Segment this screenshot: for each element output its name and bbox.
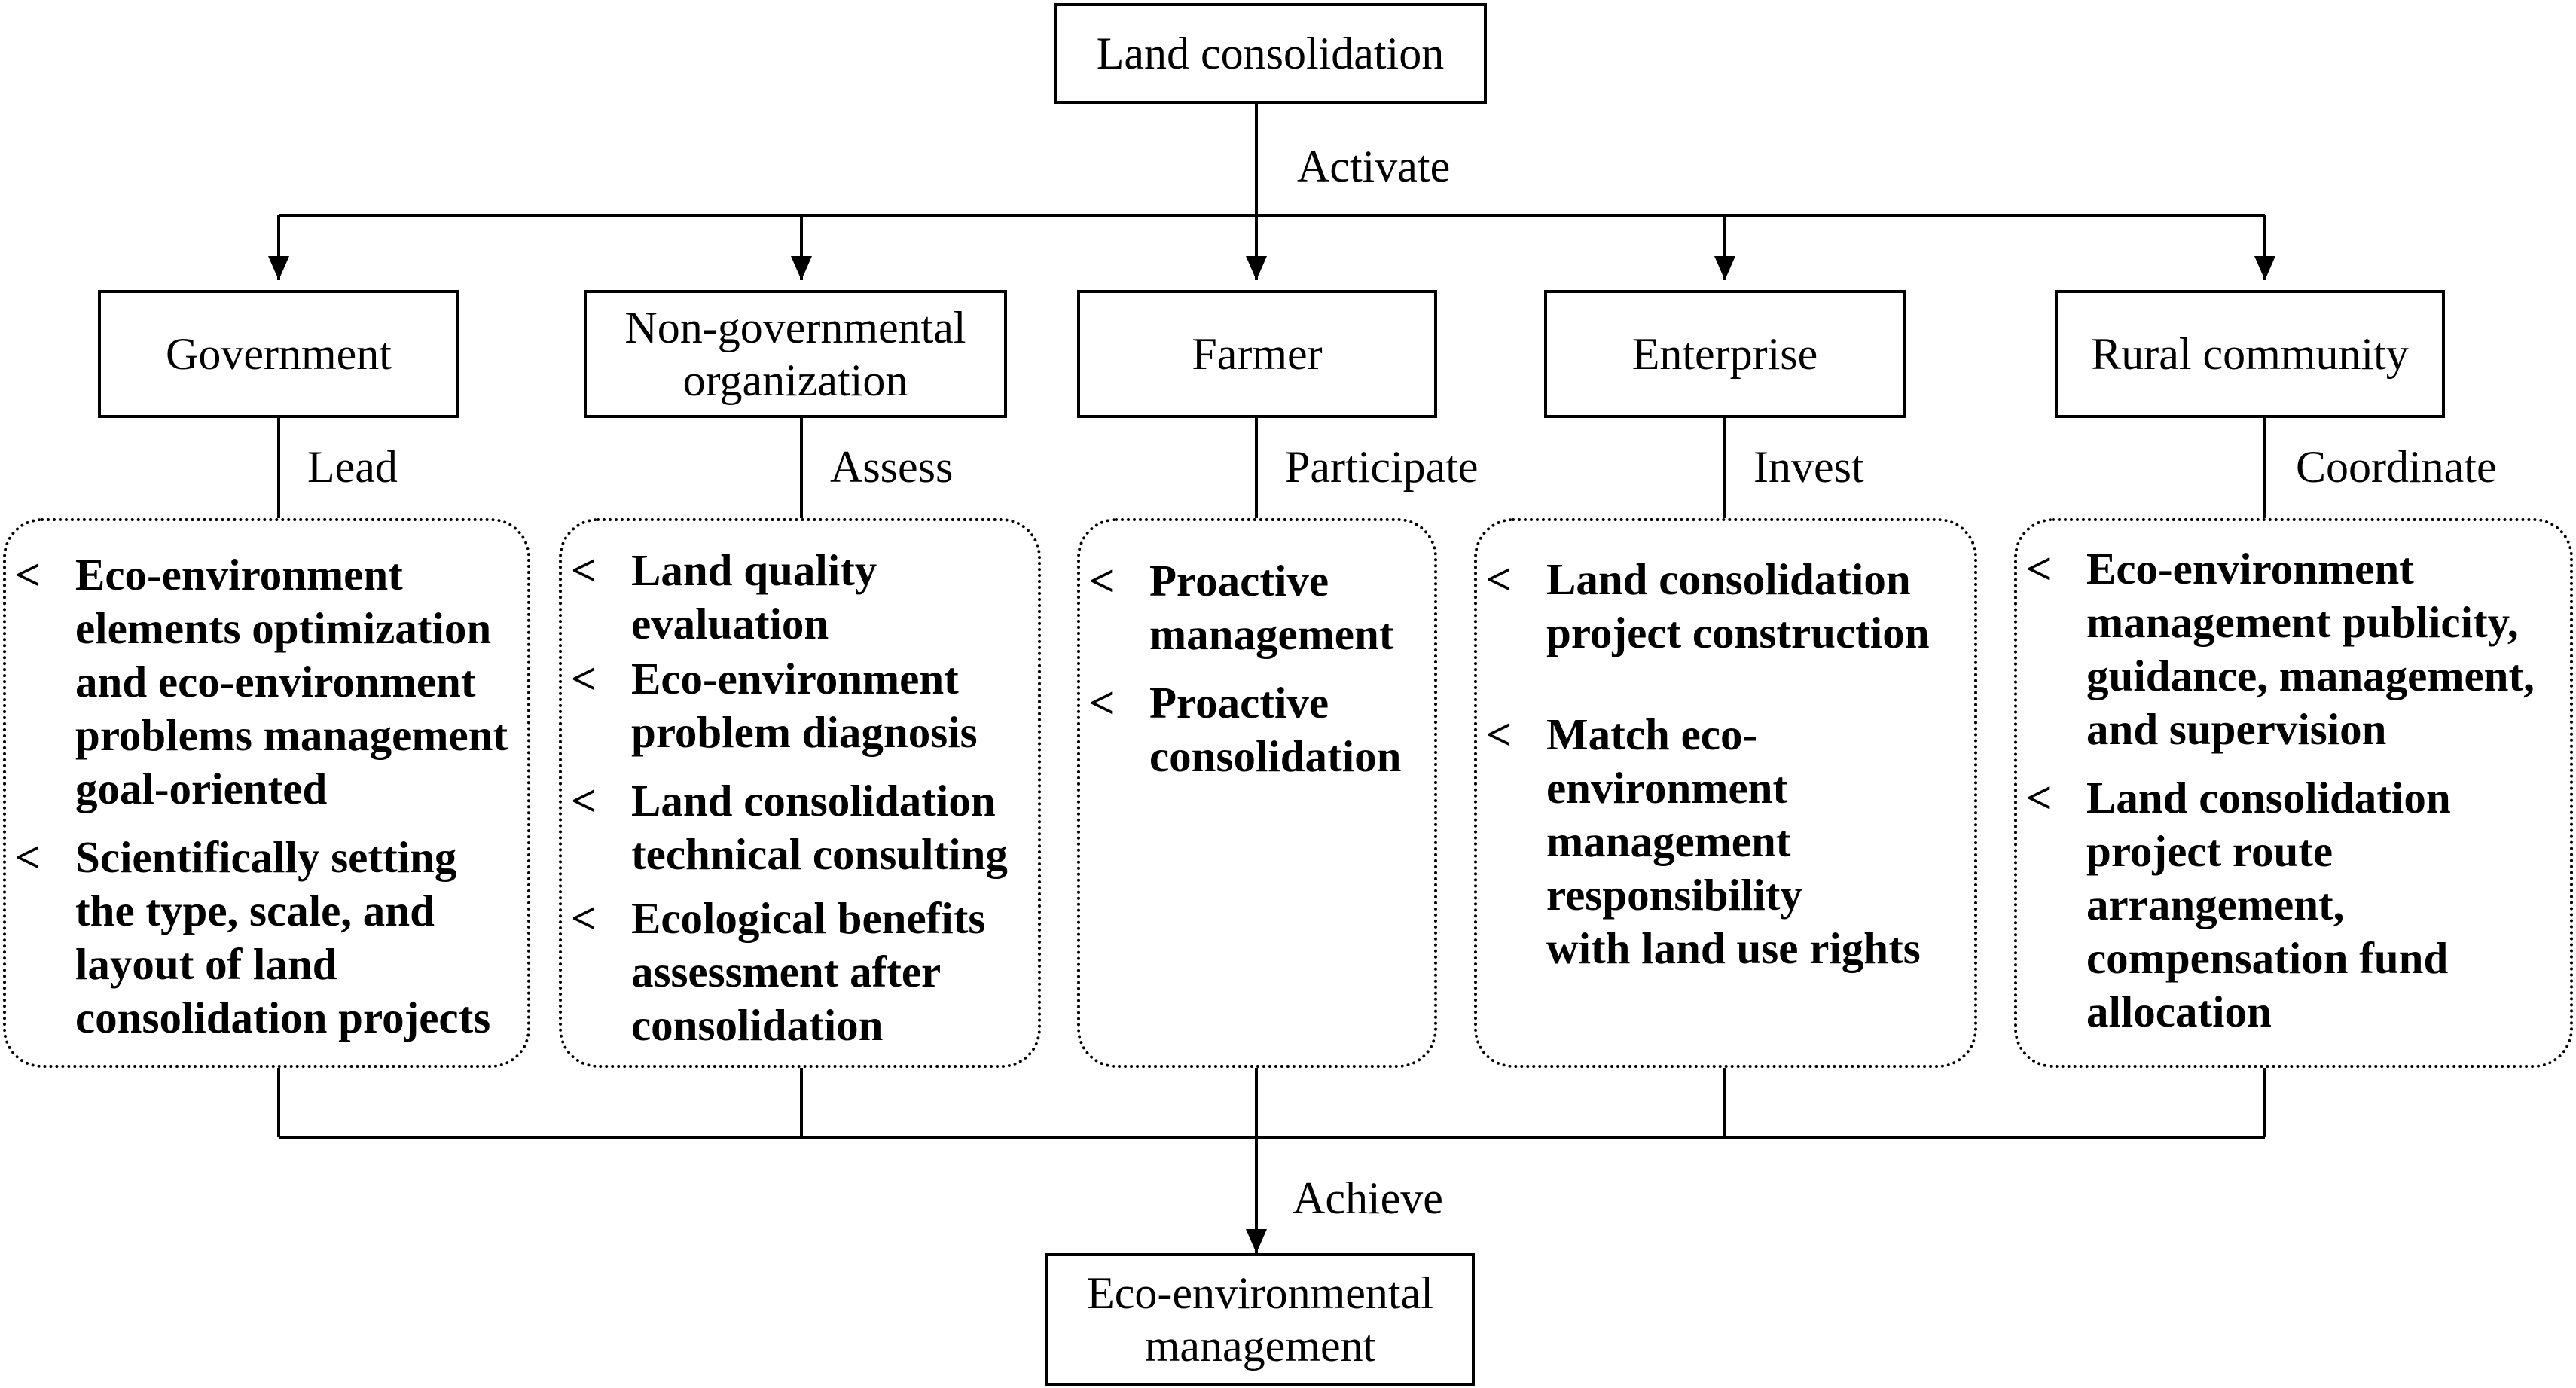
detail-item: < Land consolidation project constructio… [1486,553,1967,660]
arrow-left-bullet-icon: < [1486,709,1512,759]
detail-item-text: Eco-environment problem diagnosis [631,654,978,757]
role-label-government: Lead [307,442,398,492]
arrowhead-government [268,256,289,280]
detail-item: < Match eco- environment management resp… [1486,708,1967,975]
arrow-left-bullet-icon: < [15,550,41,599]
eco-environmental-management-node: Eco-environmental management [1045,1253,1475,1386]
actor-label-farmer: Farmer [1192,329,1323,379]
role-label-ngo: Assess [830,442,954,492]
actor-label-enterprise: Enterprise [1631,329,1818,379]
actor-box-rural-community: Rural community [2055,290,2445,418]
detail-item-text: Land consolidation project route arrange… [2086,773,2451,1036]
arrow-left-bullet-icon: < [571,545,597,595]
actor-label-rural-community: Rural community [2091,329,2409,379]
arrow-left-bullet-icon: < [15,832,41,882]
actor-label-ngo: Non-governmental organization [624,303,966,405]
role-label-farmer: Participate [1285,442,1479,492]
arrowhead-rural-community [2254,256,2275,280]
detail-item: < Land consolidation technical consultin… [571,774,1030,881]
land-consolidation-node: Land consolidation [1054,3,1487,104]
detail-item-text: Land consolidation project construction [1546,554,1930,657]
arrow-left-bullet-icon: < [1089,678,1115,728]
arrowhead-farmer [1246,256,1267,280]
actor-box-enterprise: Enterprise [1544,290,1906,418]
role-label-enterprise: Invest [1753,442,1864,492]
arrow-left-bullet-icon: < [571,776,597,825]
detail-item: < Eco-environment problem diagnosis [571,652,1030,759]
arrowhead-ngo [791,256,812,280]
detail-item: < Scientifically setting the type, scale… [15,831,520,1045]
detail-item-text: Proactive management [1149,556,1394,659]
detail-item: < Proactive management [1089,554,1427,661]
detail-box-farmer: < Proactive management < Proactive conso… [1077,518,1437,1068]
arrow-left-bullet-icon: < [1486,554,1512,604]
detail-box-enterprise: < Land consolidation project constructio… [1474,518,1977,1068]
actor-label-government: Government [166,329,392,379]
detail-box-government: < Eco-environment elements optimization … [3,518,530,1068]
achieve-label: Achieve [1293,1173,1443,1223]
detail-item-text: Proactive consolidation [1149,678,1402,781]
detail-item-text: Eco-environment management publicity, gu… [2086,544,2535,754]
detail-item: < Eco-environment management publicity, … [2026,542,2562,756]
arrow-left-bullet-icon: < [571,893,597,943]
detail-item-text: Scientifically setting the type, scale, … [75,832,491,1042]
detail-item-text: Match eco- environment management respon… [1546,709,1921,973]
detail-item: < Land quality evaluation [571,544,1030,651]
detail-item: < Ecological benefits assessment after c… [571,892,1030,1052]
arrow-left-bullet-icon: < [1089,556,1115,606]
detail-item-text: Land quality evaluation [631,545,877,648]
detail-box-ngo: < Land quality evaluation < Eco-environm… [559,518,1041,1068]
detail-item-text: Eco-environment elements optimization an… [75,550,508,813]
detail-item: < Land consolidation project route arran… [2026,771,2562,1039]
detail-box-rural-community: < Eco-environment management publicity, … [2014,518,2573,1068]
role-label-rural-community: Coordinate [2296,442,2497,492]
land-consolidation-label: Land consolidation [1096,29,1445,78]
actor-box-government: Government [98,290,459,418]
activate-label: Activate [1297,142,1451,191]
arrow-left-bullet-icon: < [571,654,597,703]
arrow-left-bullet-icon: < [2026,544,2052,593]
eco-environmental-management-label: Eco-environmental management [1087,1268,1433,1371]
detail-item-text: Land consolidation technical consulting [631,776,1008,879]
detail-item: < Proactive consolidation [1089,676,1427,783]
actor-box-farmer: Farmer [1077,290,1437,418]
detail-item-text: Ecological benefits assessment after con… [631,893,986,1050]
actor-box-ngo: Non-governmental organization [584,290,1007,418]
arrowhead-achieve [1246,1229,1267,1253]
arrow-left-bullet-icon: < [2026,773,2052,822]
arrowhead-enterprise [1714,256,1735,280]
detail-item: < Eco-environment elements optimization … [15,548,520,816]
